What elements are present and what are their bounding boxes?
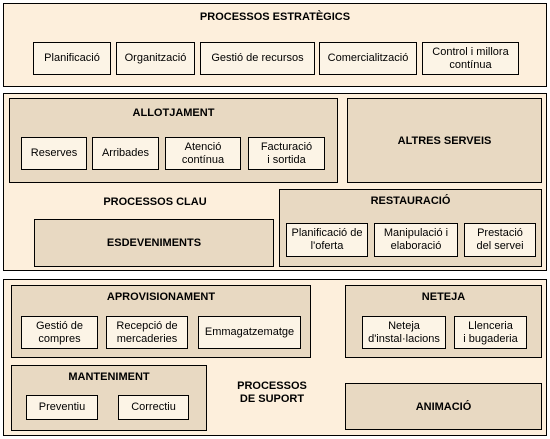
- support-processes-title: PROCESSOS DE SUPORT: [237, 380, 307, 405]
- maintenance-item-preventive: Preventiu: [26, 395, 98, 420]
- key-processes-title: PROCESSOS CLAU: [103, 196, 207, 208]
- maintenance-item-corrective: Correctiu: [118, 395, 189, 420]
- cleaning-title: NETEJA: [421, 291, 466, 303]
- cleaning-item-facilities: Neteja d'instal·lacions: [362, 316, 446, 349]
- other-services-box: ALTRES SERVEIS: [347, 98, 542, 183]
- accommodation-item-reservations: Reserves: [21, 137, 87, 170]
- strategic-item-marketing: Comercialització: [319, 42, 417, 75]
- maintenance-title: MANTENIMENT: [68, 371, 150, 383]
- accommodation-title: ALLOTJAMENT: [132, 107, 215, 119]
- restaurant-item-offer-planning: Planificació de l'oferta: [286, 223, 368, 257]
- strategic-item-control-improvement: Control i millora contínua: [422, 42, 519, 75]
- cleaning-item-linen-laundry: Llenceria i bugaderia: [454, 316, 527, 349]
- entertainment-box: ANIMACIÓ: [345, 383, 542, 430]
- procurement-item-purchasing: Gestió de compres: [21, 316, 98, 349]
- procurement-item-goods-receipt: Recepció de mercaderies: [106, 316, 188, 349]
- strategic-item-resource-management: Gestió de recursos: [200, 42, 315, 75]
- events-box: ESDEVENIMENTS: [34, 219, 274, 267]
- restaurant-item-service-delivery: Prestació del servei: [464, 223, 536, 257]
- strategic-item-planning: Planificació: [33, 42, 111, 75]
- restaurant-title: RESTAURACIÓ: [370, 195, 451, 207]
- accommodation-item-billing-checkout: Facturació i sortida: [248, 137, 325, 170]
- accommodation-item-continuous-attention: Atenció contínua: [165, 137, 241, 170]
- accommodation-item-arrivals: Arribades: [92, 137, 159, 170]
- procurement-title: APROVISIONAMENT: [106, 291, 216, 303]
- strategic-processes-title: PROCESSOS ESTRATÈGICS: [199, 11, 351, 23]
- strategic-item-organization: Organització: [116, 42, 195, 75]
- procurement-item-warehousing: Emmagatzematge: [198, 316, 301, 349]
- restaurant-item-handling-preparation: Manipulació i elaboració: [374, 223, 458, 257]
